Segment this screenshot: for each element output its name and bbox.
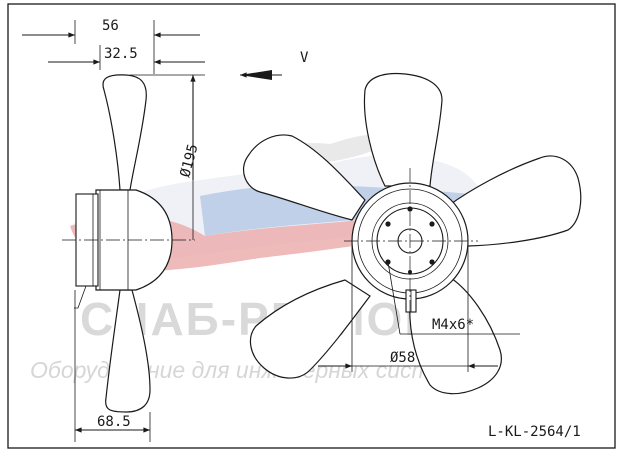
side-view-upper-blade	[102, 74, 147, 191]
watermark-tagline: Оборудование для инженерных систем	[30, 357, 459, 383]
side-view: 56 32.5 Ø195 68.5	[22, 18, 205, 442]
side-view-lower-blade	[105, 289, 151, 413]
front-view: M4x6* Ø58	[243, 72, 582, 395]
view-arrow: V	[240, 50, 309, 80]
dim-total-width: 68.5	[97, 414, 131, 430]
view-label: V	[300, 50, 309, 66]
dim-hub-depth: 32.5	[104, 46, 138, 62]
dim-overall-depth: 56	[102, 18, 119, 34]
dim-thread: M4x6*	[432, 317, 474, 333]
dim-hub-diameter: Ø58	[390, 350, 415, 366]
front-view-blades	[243, 72, 582, 395]
drawing-code: L-KL-2564/1	[488, 424, 581, 440]
drawing-frame	[7, 3, 616, 449]
dim-fan-diameter: Ø195	[177, 142, 201, 179]
